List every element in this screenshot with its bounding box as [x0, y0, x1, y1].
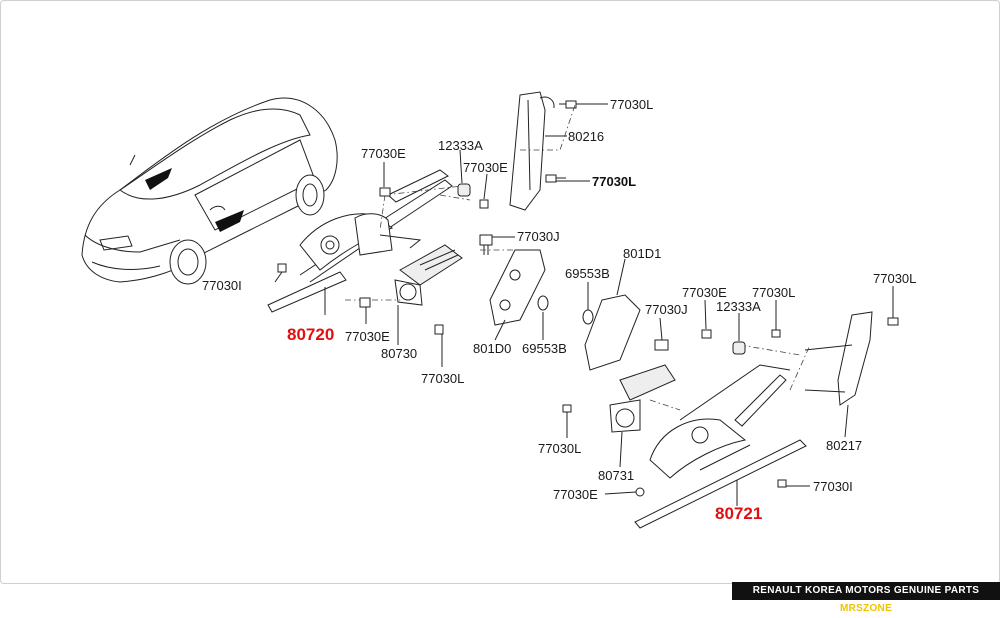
car-illustration: [81, 97, 338, 285]
label-77030J-a[interactable]: 77030J: [517, 229, 560, 244]
parts-diagram: 77030L 80216 77030L 77030E 12333A 77030E…: [81, 91, 916, 529]
footer-brand: MRSZONE: [839, 603, 893, 614]
front-channel-80216: [509, 91, 576, 211]
label-77030E-d[interactable]: 77030E: [682, 285, 727, 300]
label-80721[interactable]: 80721: [715, 504, 762, 523]
label-77030L-bold[interactable]: 77030L: [592, 174, 636, 189]
label-77030I-a[interactable]: 77030I: [202, 278, 242, 293]
front-regulator-assembly: [267, 169, 471, 313]
front-fasteners: [277, 100, 577, 335]
footer-banner: RENAULT KOREA MOTORS GENUINE PARTS MRSZO…: [732, 582, 1000, 614]
rear-regulator-assembly: [582, 294, 873, 529]
label-80217[interactable]: 80217: [826, 438, 862, 453]
label-77030E-e[interactable]: 77030E: [553, 487, 598, 502]
footer-text: RENAULT KOREA MOTORS GENUINE PARTS: [752, 585, 980, 596]
label-69553B-b[interactable]: 69553B: [522, 341, 567, 356]
label-801D0[interactable]: 801D0: [473, 341, 511, 356]
label-77030L-b[interactable]: 77030L: [752, 285, 795, 300]
label-80720[interactable]: 80720: [287, 325, 334, 344]
part-labels: 77030L 80216 77030L 77030E 12333A 77030E…: [202, 97, 916, 523]
bracket-801D0: [480, 249, 549, 326]
label-77030I-b[interactable]: 77030I: [813, 479, 853, 494]
label-12333A-b[interactable]: 12333A: [716, 299, 761, 314]
label-12333A-a[interactable]: 12333A: [438, 138, 483, 153]
leader-lines: [274, 103, 894, 506]
label-77030L-d[interactable]: 77030L: [538, 441, 581, 456]
label-77030E-b[interactable]: 77030E: [463, 160, 508, 175]
label-80730[interactable]: 80730: [381, 346, 417, 361]
label-80216[interactable]: 80216: [568, 129, 604, 144]
label-77030E-c[interactable]: 77030E: [345, 329, 390, 344]
label-80731[interactable]: 80731: [598, 468, 634, 483]
label-801D1[interactable]: 801D1: [623, 246, 661, 261]
label-77030L-a[interactable]: 77030L: [421, 371, 464, 386]
label-77030L-c[interactable]: 77030L: [873, 271, 916, 286]
label-77030J-b[interactable]: 77030J: [645, 302, 688, 317]
rear-fasteners: [562, 317, 899, 497]
label-69553B-a[interactable]: 69553B: [565, 266, 610, 281]
label-77030E-a[interactable]: 77030E: [361, 146, 406, 161]
label-77030L-top[interactable]: 77030L: [610, 97, 653, 112]
